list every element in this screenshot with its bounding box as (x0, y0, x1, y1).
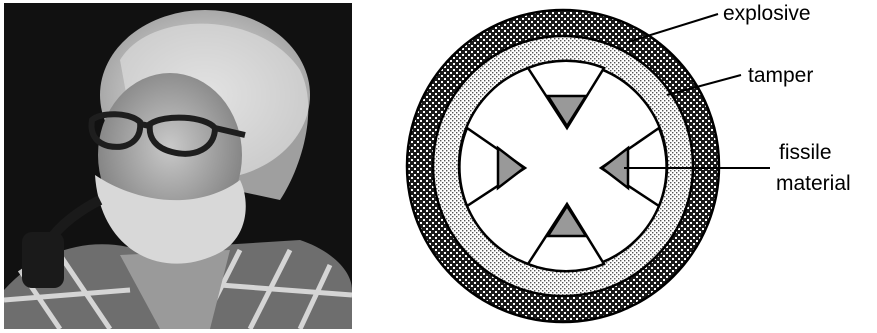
portrait-photo (4, 3, 352, 329)
label-material: material (776, 172, 851, 195)
label-explosive: explosive (723, 2, 811, 25)
label-fissile: fissile (779, 141, 832, 164)
explosive-leader (628, 14, 718, 42)
implosion-diagram: explosive tamper fissile material (407, 2, 851, 322)
label-tamper: tamper (748, 64, 813, 87)
